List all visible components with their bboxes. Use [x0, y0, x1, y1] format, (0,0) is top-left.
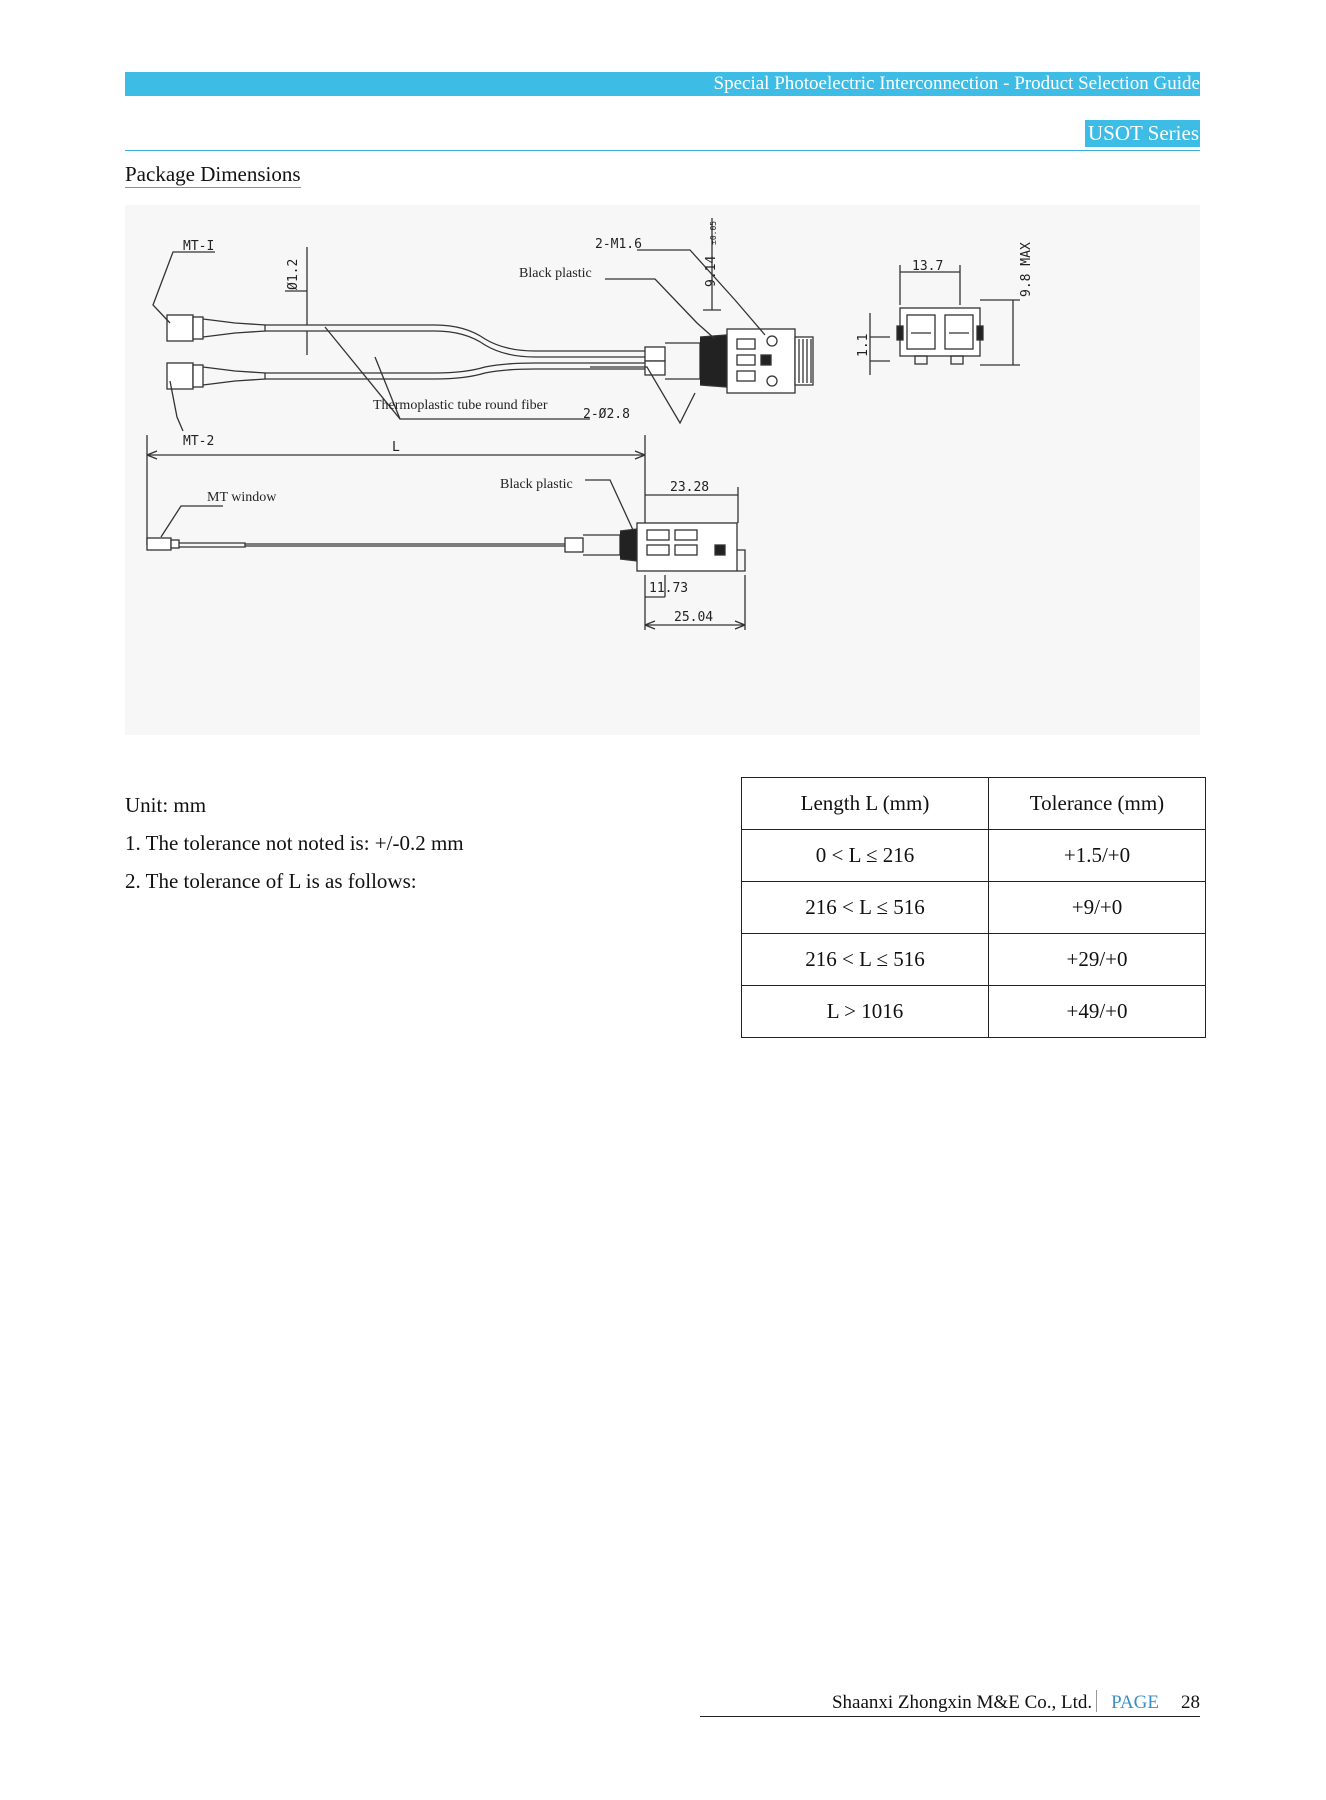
footer-separator — [1096, 1690, 1098, 1712]
table-row: L > 1016 +49/+0 — [741, 985, 1206, 1038]
label-screws: 2-M1.6 — [595, 237, 642, 252]
label-mt1: MT-I — [183, 239, 214, 254]
label-end-offset: 1.1 — [856, 334, 871, 357]
series-header: USOT Series — [125, 120, 1200, 151]
note-1: 1. The tolerance not noted is: +/-0.2 mm — [125, 831, 464, 855]
table-row: 216 < L ≤ 516 +29/+0 — [741, 933, 1206, 986]
label-mt-window: MT window — [207, 490, 277, 505]
length-cell: 216 < L ≤ 516 — [741, 933, 989, 986]
footer-rule — [700, 1716, 1200, 1717]
label-dim-c: 25.04 — [674, 610, 713, 625]
length-cell: 216 < L ≤ 516 — [741, 881, 989, 934]
tolerance-table: Length L (mm) Tolerance (mm) 0 < L ≤ 216… — [741, 777, 1206, 1038]
label-length: L — [392, 440, 400, 455]
length-cell: L > 1016 — [741, 985, 989, 1038]
label-mt2: MT-2 — [183, 434, 214, 449]
label-tube: Thermoplastic tube round fiber — [373, 398, 548, 413]
length-cell: 0 < L ≤ 216 — [741, 829, 989, 882]
notes: Unit: mm 1. The tolerance not noted is: … — [125, 786, 464, 900]
tolerance-cell: +49/+0 — [988, 985, 1206, 1038]
footer: Shaanxi Zhongxin M&E Co., Ltd. PAGE 28 — [832, 1690, 1200, 1715]
table-row: 0 < L ≤ 216 +1.5/+0 — [741, 829, 1206, 882]
table-row: 216 < L ≤ 516 +9/+0 — [741, 881, 1206, 934]
package-dimensions-drawing: MT-I MT-2 Ø1.2 2-M1.6 Black plastic 9.14… — [125, 205, 1200, 735]
label-diameter: Ø1.2 — [286, 259, 301, 290]
page-label: PAGE — [1111, 1692, 1159, 1713]
table-header-row: Length L (mm) Tolerance (mm) — [741, 777, 1206, 830]
label-black-plastic-side: Black plastic — [500, 477, 573, 492]
label-dim-b: 11.73 — [649, 581, 688, 596]
label-end-max: 9.8 MAX — [1019, 242, 1034, 297]
page-number: 28 — [1181, 1692, 1200, 1713]
side-view-assembly — [146, 435, 746, 630]
note-2: 2. The tolerance of L is as follows: — [125, 869, 417, 893]
label-height-tol: ±0.05 — [709, 221, 718, 245]
tolerance-cell: +29/+0 — [988, 933, 1206, 986]
label-black-plastic-top: Black plastic — [519, 266, 592, 281]
label-height-dim: 9.14 — [704, 256, 719, 287]
section-title: Package Dimensions — [125, 162, 301, 188]
technical-drawing: MT-I MT-2 Ø1.2 2-M1.6 Black plastic 9.14… — [125, 205, 1200, 735]
top-view-assembly — [152, 218, 1020, 432]
guide-title: Special Photoelectric Interconnection - … — [713, 73, 1200, 94]
company-name: Shaanxi Zhongxin M&E Co., Ltd. — [831, 1692, 1093, 1713]
header-bar: Special Photoelectric Interconnection - … — [125, 72, 1200, 96]
label-dim-a: 23.28 — [670, 480, 709, 495]
tolerance-cell: +1.5/+0 — [988, 829, 1206, 882]
label-end-width: 13.7 — [912, 259, 943, 274]
unit-note: Unit: mm — [125, 793, 207, 817]
header-length: Length L (mm) — [741, 777, 989, 830]
series-badge: USOT Series — [1084, 120, 1200, 147]
header-tolerance: Tolerance (mm) — [988, 777, 1206, 830]
label-holes: 2-Ø2.8 — [583, 407, 630, 422]
tolerance-cell: +9/+0 — [988, 881, 1206, 934]
